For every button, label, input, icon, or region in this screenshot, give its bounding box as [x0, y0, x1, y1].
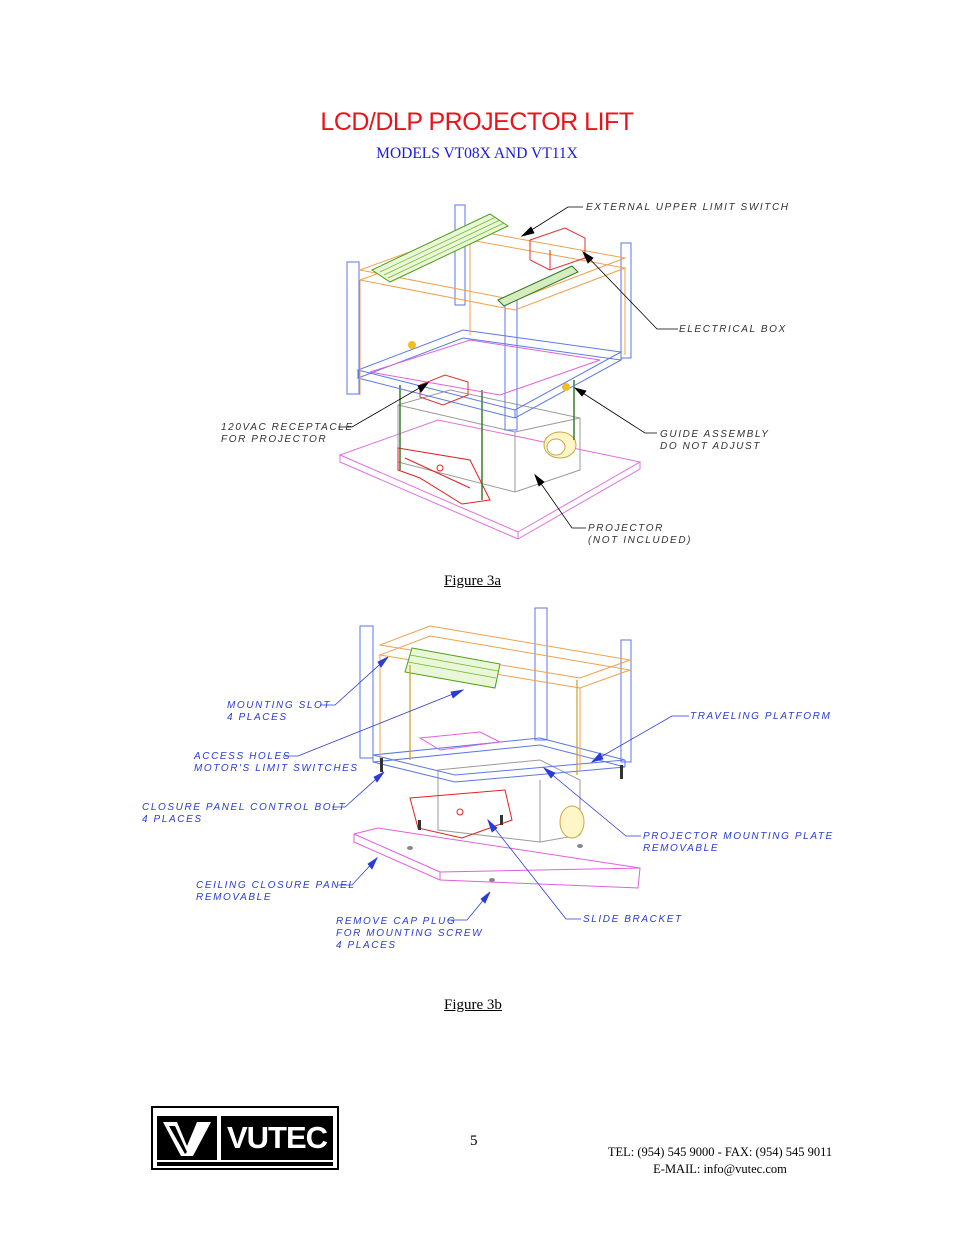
page-title: LCD/DLP PROJECTOR LIFT [320, 108, 634, 136]
logo-text: VUTEC [221, 1116, 333, 1160]
projector-box-b [437, 759, 581, 843]
callout-mounting-plate-line1: PROJECTOR MOUNTING PLATE [643, 831, 834, 842]
callout-slide-bracket: SLIDE BRACKET [583, 914, 683, 925]
leader-lines-a [338, 206, 678, 529]
projector-lens-b [559, 805, 585, 839]
callout-access-holes-line1: ACCESS HOLES [194, 751, 292, 762]
callout-receptacle-line2: FOR PROJECTOR [221, 434, 328, 445]
callout-mounting-slot-line2: 4 PLACES [227, 712, 288, 723]
ceiling-panel-b [353, 827, 641, 889]
callout-external-upper-limit-switch: EXTERNAL UPPER LIMIT SWITCH [586, 202, 790, 213]
slide-bracket-a [397, 447, 491, 505]
callout-ceiling-panel-line1: CEILING CLOSURE PANEL [196, 880, 356, 891]
callout-cap-plug-line1: REMOVE CAP PLUG [336, 916, 457, 927]
callout-access-holes-line2: MOTOR'S LIMIT SWITCHES [194, 763, 359, 774]
roller-lower-a [497, 265, 579, 307]
cap-plugs-b [407, 844, 583, 882]
leader-lines-b [283, 656, 689, 921]
lift-frame-b [359, 607, 632, 783]
callout-projector-line2: (NOT INCLUDED) [588, 535, 693, 546]
page-number: 5 [470, 1133, 478, 1149]
callout-cap-plug-line3: 4 PLACES [336, 940, 397, 951]
callout-mounting-plate-line2: REMOVABLE [643, 843, 720, 854]
platform-bars-a [369, 339, 601, 396]
v-mark-icon [157, 1116, 217, 1160]
electrical-box-a [529, 227, 586, 271]
guide-blocks-a [408, 341, 570, 391]
projector-lens-a [543, 431, 577, 459]
callout-guide-line1: GUIDE ASSEMBLY [660, 429, 770, 440]
figure-3a-caption: Figure 3a [444, 573, 502, 589]
callout-traveling-platform: TRAVELING PLATFORM [690, 711, 832, 722]
roller-b [404, 647, 501, 689]
callout-electrical-box: ELECTRICAL BOX [679, 324, 787, 335]
receptacle-box-a [419, 374, 469, 406]
roller-upper-stripes-a [379, 216, 505, 279]
rods-b [409, 665, 578, 775]
roller-upper-a [370, 213, 510, 283]
closure-panel-a [338, 419, 642, 540]
callout-closure-bolt-line1: CLOSURE PANEL CONTROL BOLT [142, 802, 347, 813]
vutec-logo: VUTEC [151, 1106, 339, 1170]
figure-3b-caption: Figure 3b [444, 997, 502, 1013]
platform-details-b [418, 731, 502, 751]
mounting-plate-b [409, 789, 513, 839]
callout-receptacle-line1: 120VAC RECEPTACLE [221, 422, 354, 433]
callout-projector-line1: PROJECTOR [588, 523, 664, 534]
footer-phone-fax: TEL: (954) 545 9000 - FAX: (954) 545 901… [607, 1145, 833, 1159]
callout-ceiling-panel-line2: REMOVABLE [196, 892, 273, 903]
callout-mounting-slot-line1: MOUNTING SLOT [227, 700, 332, 711]
upper-frame-b [378, 625, 632, 770]
callout-cap-plug-line2: FOR MOUNTING SCREW [336, 928, 484, 939]
callout-guide-line2: DO NOT ADJUST [660, 441, 761, 452]
logo-underline [157, 1162, 333, 1166]
closure-bolts-b [380, 758, 623, 830]
footer-email: E-MAIL: info@vutec.com [653, 1162, 787, 1176]
callout-closure-bolt-line2: 4 PLACES [142, 814, 203, 825]
roller-b-stripes [407, 654, 499, 679]
page-subtitle: MODELS VT08X AND VT11X [376, 145, 578, 162]
